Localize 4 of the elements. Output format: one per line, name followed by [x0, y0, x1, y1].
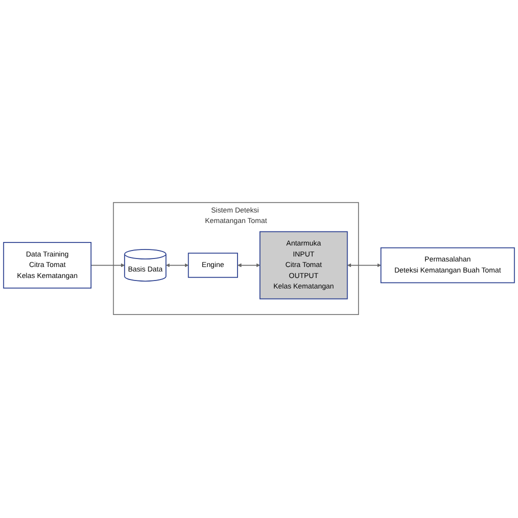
arrow: [238, 264, 260, 268]
arrow: [166, 264, 189, 268]
arrow: [90, 264, 125, 268]
arrow: [347, 264, 382, 268]
